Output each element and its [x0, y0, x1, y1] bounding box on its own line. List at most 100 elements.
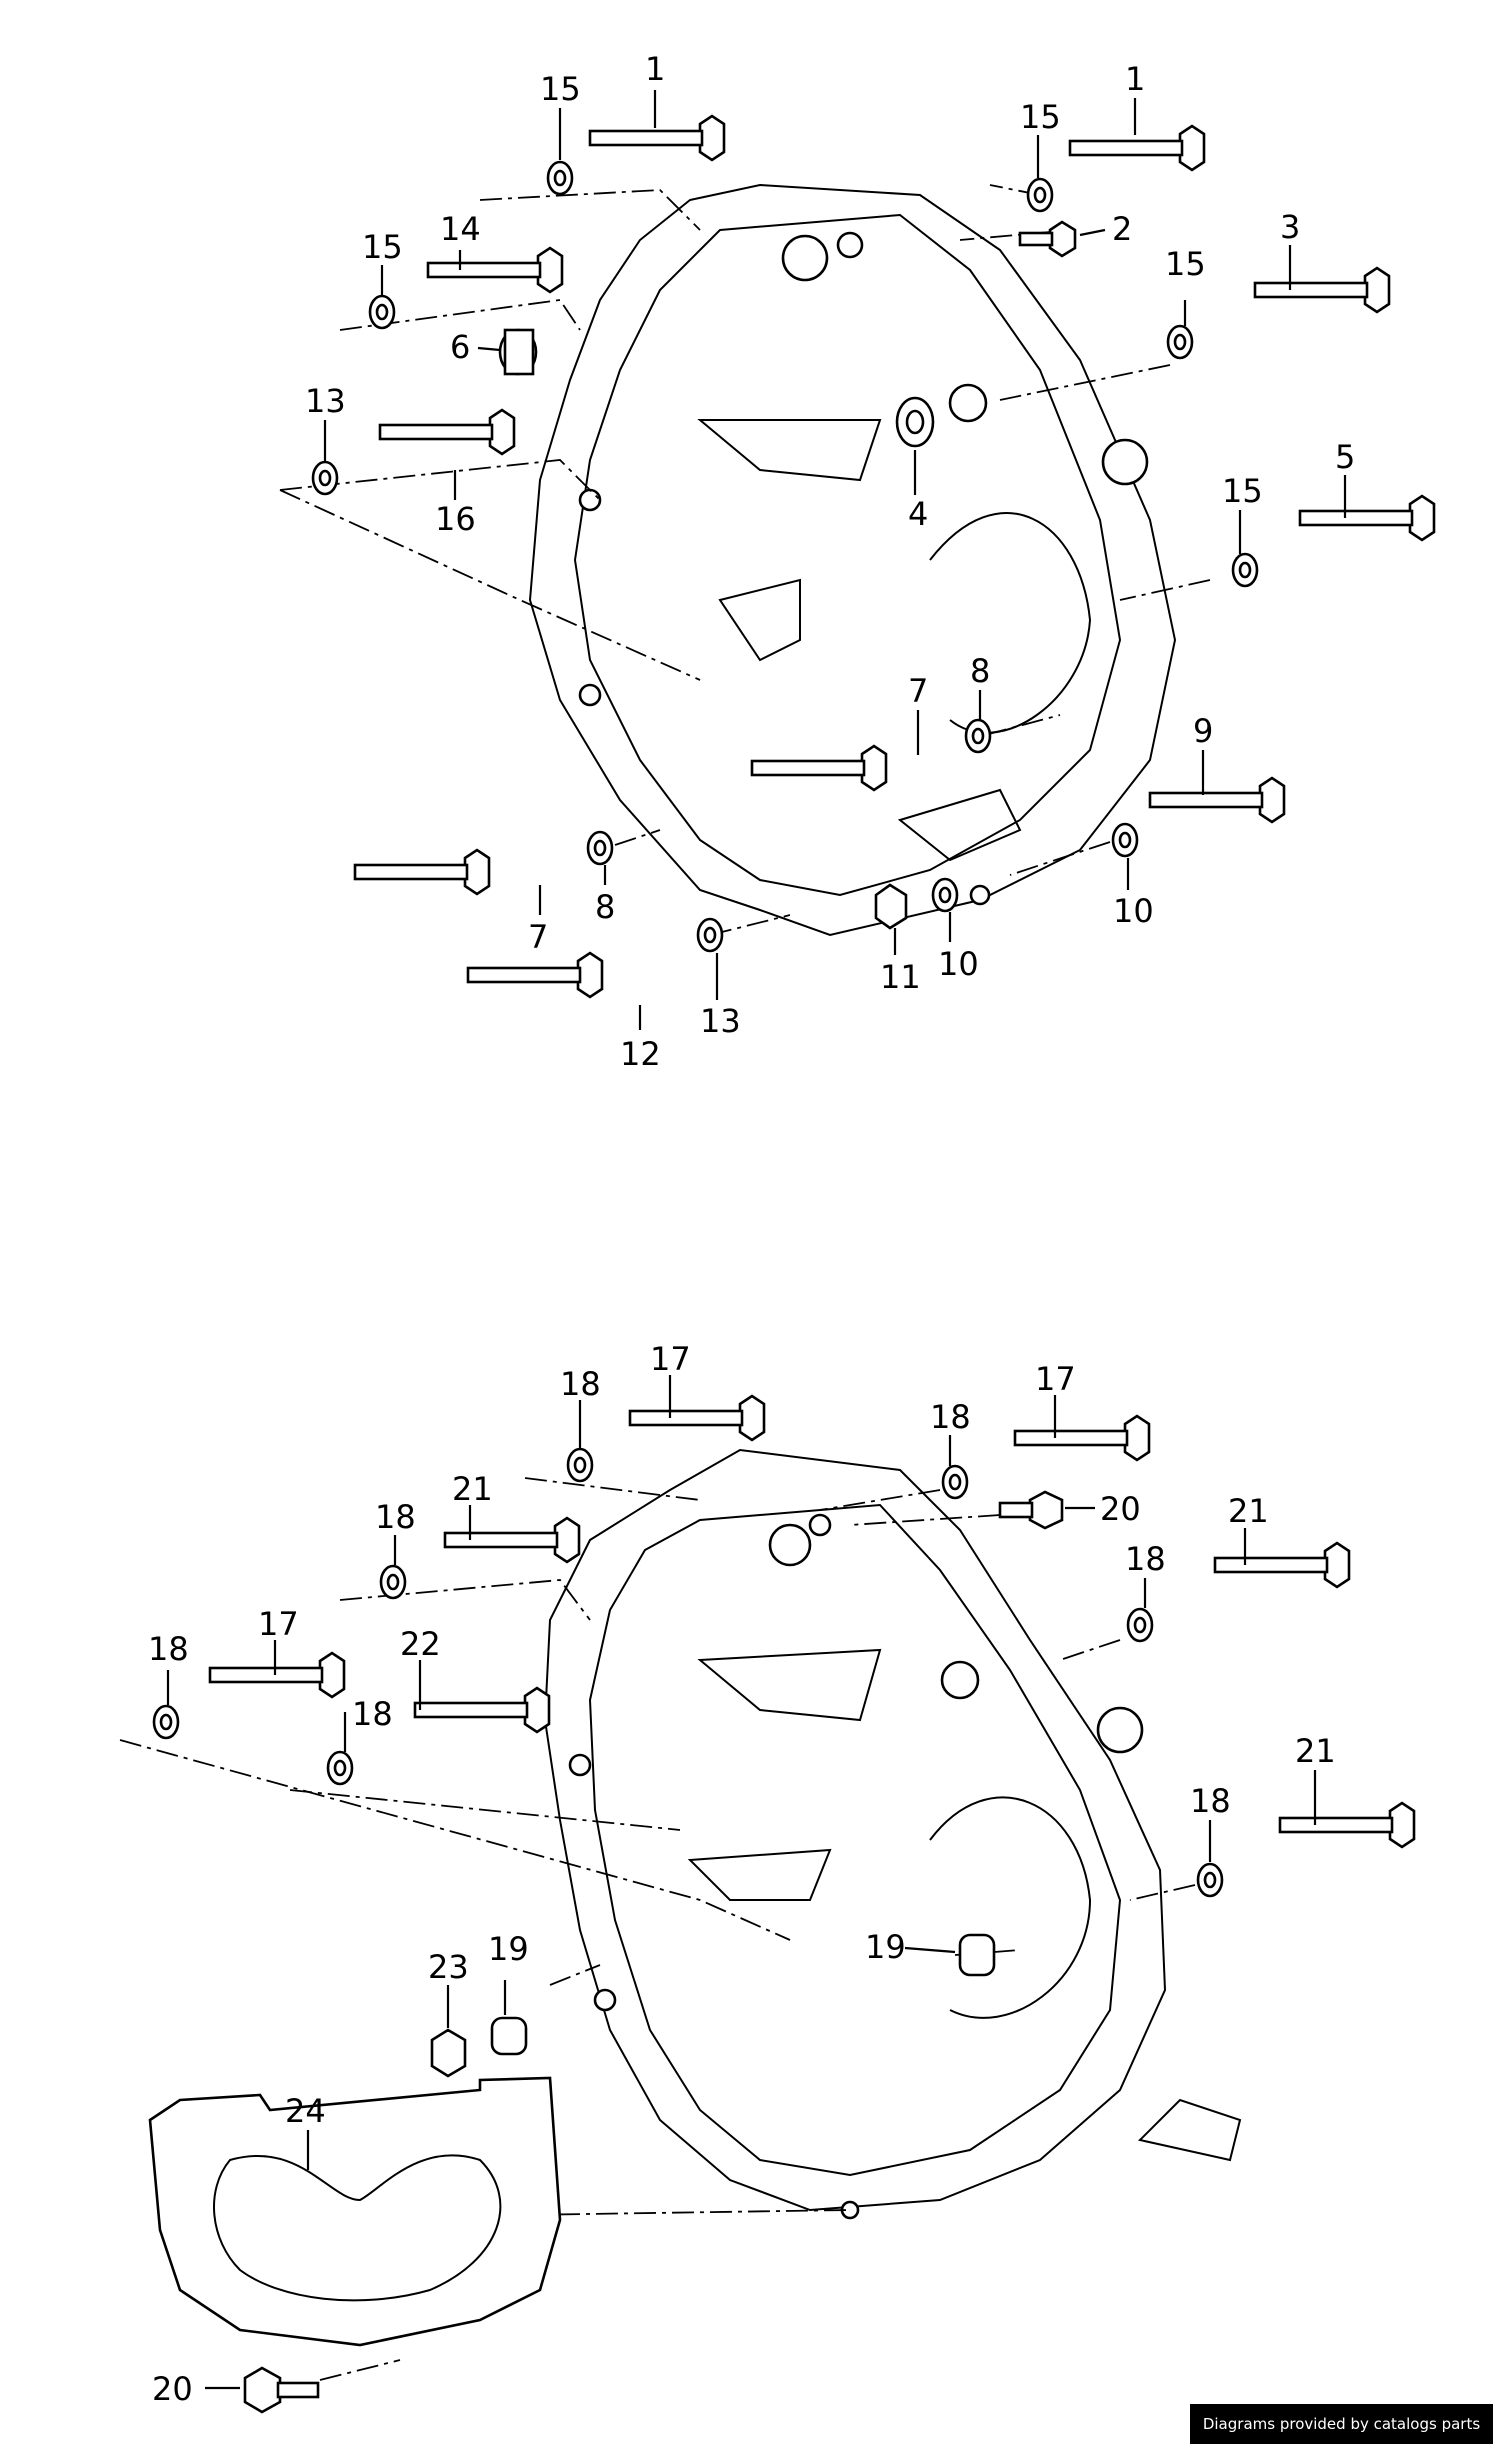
- callout-7-a: 7: [908, 672, 928, 710]
- washer-15-b: [1026, 177, 1054, 213]
- nut-11: [874, 883, 908, 930]
- callout-9: 9: [1193, 712, 1213, 750]
- callout-14: 14: [440, 210, 481, 248]
- bolt-17-a: [628, 1394, 766, 1442]
- washer-15-a: [546, 160, 574, 196]
- washer-18-d: [1126, 1607, 1154, 1643]
- bolt-14: [426, 246, 564, 294]
- callout-17-b: 17: [1035, 1360, 1076, 1398]
- washer-15-c: [368, 294, 396, 330]
- bolt-17-b: [1013, 1414, 1151, 1462]
- callout-15-c: 15: [362, 228, 403, 266]
- callout-2: 2: [1112, 210, 1132, 248]
- callout-11: 11: [880, 958, 921, 996]
- bolt-21-a: [443, 1516, 581, 1564]
- callout-23: 23: [428, 1948, 469, 1986]
- callout-18-g: 18: [1190, 1782, 1231, 1820]
- callout-13-a: 13: [305, 382, 346, 420]
- washer-15-d: [1166, 324, 1194, 360]
- screw-20-b: [243, 2366, 320, 2414]
- callout-18-c: 18: [375, 1498, 416, 1536]
- callout-13-b: 13: [700, 1002, 741, 1040]
- callout-20-b: 20: [152, 2370, 193, 2408]
- callout-18-a: 18: [560, 1365, 601, 1403]
- callout-20-a: 20: [1100, 1490, 1141, 1528]
- bolt-5: [1298, 494, 1436, 542]
- washer-13-a: [311, 460, 339, 496]
- cover-plate-24: [148, 2076, 562, 2347]
- upper-callout-ticks: [323, 90, 1347, 1030]
- callout-21-a: 21: [452, 1470, 493, 1508]
- callout-17-a: 17: [650, 1340, 691, 1378]
- sleeve-19-a: [958, 1933, 996, 1977]
- washer-18-b: [941, 1464, 969, 1500]
- bolt-16: [378, 408, 516, 456]
- callout-6: 6: [450, 328, 470, 366]
- nut-23: [430, 2028, 467, 2078]
- washer-18-a: [566, 1447, 594, 1483]
- lower-leader-lines: [119, 1477, 1196, 2381]
- callout-18-e: 18: [148, 1630, 189, 1668]
- callout-18-f: 18: [352, 1695, 393, 1733]
- washer-10-a: [1111, 822, 1139, 858]
- bolt-7-b: [353, 848, 491, 896]
- callout-4: 4: [908, 495, 928, 533]
- callout-22: 22: [400, 1625, 441, 1663]
- bolt-9: [1148, 776, 1286, 824]
- sleeve-4: [895, 396, 935, 448]
- callout-3: 3: [1280, 208, 1300, 246]
- callout-8-a: 8: [970, 652, 990, 690]
- callout-15-e: 15: [1222, 472, 1263, 510]
- bolt-12: [466, 951, 604, 999]
- washer-18-f: [326, 1750, 354, 1786]
- callout-10-a: 10: [1113, 892, 1154, 930]
- callout-19-a: 19: [865, 1928, 906, 1966]
- screw-20-a: [998, 1490, 1064, 1530]
- washer-8-a: [964, 718, 992, 754]
- callout-19-b: 19: [488, 1930, 529, 1968]
- callout-18-d: 18: [1125, 1540, 1166, 1578]
- callout-17-c: 17: [258, 1605, 299, 1643]
- sleeve-6: [498, 328, 538, 376]
- lower-housing: [543, 1448, 1242, 2220]
- bolt-7-a: [750, 744, 888, 792]
- callout-16: 16: [435, 500, 476, 538]
- screw-2: [1018, 220, 1077, 258]
- washer-8-b: [586, 830, 614, 866]
- lower-callout-ticks: [166, 1375, 1317, 2390]
- callout-21-c: 21: [1295, 1732, 1336, 1770]
- bolt-1-right: [1068, 124, 1206, 172]
- bolt-3: [1253, 266, 1391, 314]
- washer-15-e: [1231, 552, 1259, 588]
- sleeve-19-b: [490, 2016, 528, 2056]
- washer-13-b: [696, 917, 724, 953]
- callout-18-b: 18: [930, 1398, 971, 1436]
- bolt-21-c: [1278, 1801, 1416, 1849]
- upper-housing: [528, 183, 1177, 937]
- callout-5: 5: [1335, 438, 1355, 476]
- callout-8-b: 8: [595, 888, 615, 926]
- callout-12: 12: [620, 1035, 661, 1073]
- callout-10-b: 10: [938, 945, 979, 983]
- callout-1-right: 1: [1125, 60, 1145, 98]
- washer-18-e: [152, 1704, 180, 1740]
- bolt-21-b: [1213, 1541, 1351, 1589]
- washer-18-c: [379, 1564, 407, 1600]
- bolt-17-c: [208, 1651, 346, 1699]
- callout-15-b: 15: [1020, 98, 1061, 136]
- lower-callout-labels: 17 18 17 18 20 18 21 18 21 17 18 22 18 1…: [148, 1340, 1336, 2408]
- diagram-credit: Diagrams provided by catalogs parts: [1190, 2404, 1493, 2444]
- callout-7-b: 7: [528, 918, 548, 956]
- callout-15-d: 15: [1165, 245, 1206, 283]
- washer-10-b: [931, 877, 959, 913]
- callout-24: 24: [285, 2092, 326, 2130]
- callout-1-left: 1: [645, 50, 665, 88]
- upper-leader-lines: [279, 184, 1211, 936]
- washer-18-g: [1196, 1862, 1224, 1898]
- callout-15-a: 15: [540, 70, 581, 108]
- callout-21-b: 21: [1228, 1492, 1269, 1530]
- bolt-22: [413, 1686, 551, 1734]
- bolt-1-left: [588, 114, 726, 162]
- upper-callout-labels: 1 15 1 15 2 14 15 15 3 6 13 16 4 5 15 7 …: [305, 50, 1355, 1073]
